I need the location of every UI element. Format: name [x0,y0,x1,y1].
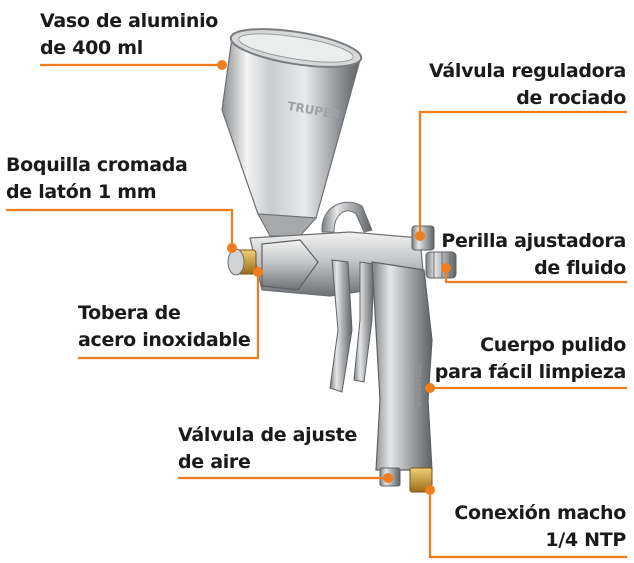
trigger [329,259,353,393]
label-stainless-tip-line1: Tobera de [78,302,181,324]
label-stainless-tip: Tobera de acero inoxidable [78,300,251,354]
label-fluid-knob-line1: Perilla ajustadora [441,230,626,252]
label-air-valve: Válvula de ajuste de aire [178,422,357,476]
label-spray-valve: Válvula reguladora de rociado [429,58,626,112]
label-fluid-knob-line2: de fluido [534,257,626,279]
aluminum-cup: TRUPER [221,28,363,237]
label-stainless-tip-line2: acero inoxidable [78,329,251,351]
handle-brand-emboss: TRUPER [411,364,422,409]
polished-body: TRUPER [371,261,433,471]
label-brass-nozzle-line2: de latón 1 mm [6,181,157,203]
label-cup-line2: de 400 ml [40,37,143,59]
label-brass-nozzle: Boquilla cromada de latón 1 mm [6,152,188,206]
label-body-line1: Cuerpo pulido [480,334,626,356]
label-cup-line1: Vaso de aluminio [40,10,219,32]
label-body: Cuerpo pulido para fácil limpieza [434,332,627,386]
label-brass-nozzle-line1: Boquilla cromada [6,154,188,176]
label-cup: Vaso de aluminio de 400 ml [40,8,218,62]
label-male-connector: Conexión macho 1/4 NTP [454,500,626,554]
label-body-line2: para fácil limpieza [434,361,627,383]
label-spray-valve-line1: Válvula reguladora [428,60,626,82]
label-spray-valve-line2: de rociado [516,87,626,109]
male-connector-fitting [409,467,433,493]
gun-hook [321,201,373,233]
label-air-valve-line2: de aire [178,451,251,473]
label-air-valve-line1: Válvula de ajuste [178,424,357,446]
leader-dots [217,60,451,495]
label-male-connector-line2: 1/4 NTP [545,529,626,551]
label-fluid-knob: Perilla ajustadora de fluido [441,228,626,282]
label-male-connector-line1: Conexión macho [454,502,626,524]
